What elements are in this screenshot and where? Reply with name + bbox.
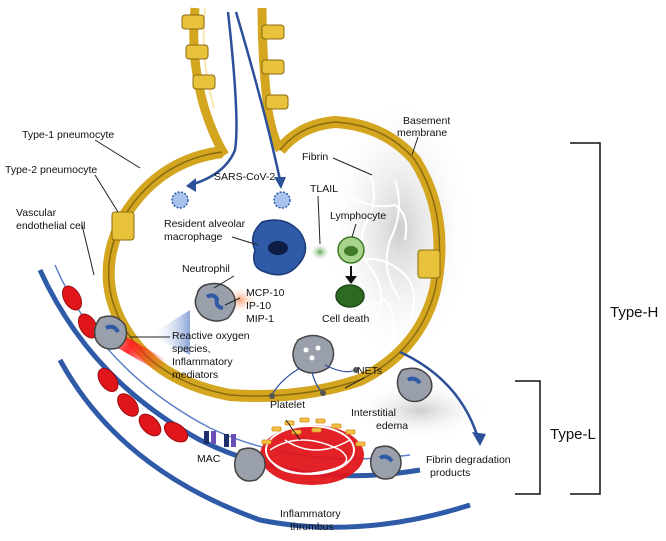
arrowhead — [186, 178, 196, 192]
mac-complement-icon — [204, 431, 236, 447]
label-basement-1: Basement — [403, 115, 450, 127]
type2-pneumocyte-cell-right — [417, 249, 441, 279]
lymphocyte-nucleus — [344, 246, 358, 256]
ros-gradient — [150, 310, 190, 355]
label-mac: MAC — [197, 453, 221, 465]
arrowhead — [345, 276, 357, 284]
label-type-h: Type-H — [610, 304, 658, 321]
airway — [181, 7, 289, 158]
label-sars: SARS-CoV-2 — [214, 171, 275, 183]
arrowhead — [274, 177, 286, 189]
macrophage-nucleus — [268, 241, 288, 255]
label-tlail: TLAIL — [310, 183, 338, 195]
thrombus — [260, 425, 364, 485]
thrombus-neutrophil-icon — [369, 445, 402, 480]
label-vascular-2: endothelial cell — [16, 220, 85, 232]
label-vascular-1: Vascular — [16, 207, 57, 219]
label-mip: MIP-1 — [246, 313, 274, 325]
nets-neutrophil-icon — [292, 334, 335, 374]
label-mcp: MCP-10 — [246, 287, 285, 299]
label-ros-2: species, — [172, 343, 211, 355]
vascular-monocyte-icon — [93, 315, 128, 350]
tlail-glow — [310, 243, 330, 261]
net-dot — [353, 367, 359, 373]
net-dot — [320, 390, 326, 396]
label-fdp-2: products — [430, 467, 470, 479]
type2-pneumocyte-cell — [111, 211, 135, 241]
neutrophil-nucleus — [205, 293, 224, 310]
label-fdp-1: Fibrin degradation — [426, 454, 511, 466]
label-neutrophil: Neutrophil — [182, 263, 230, 275]
interstitial-neutrophil-nucleus — [406, 376, 422, 385]
label-interstitial-1: Interstitial — [351, 407, 396, 419]
thrombus-neutrophil-left-icon — [233, 447, 266, 482]
label-cell-death: Cell death — [322, 313, 369, 325]
net-granule — [303, 347, 309, 353]
label-resident-2: macrophage — [164, 231, 223, 243]
bracket-type-l — [515, 380, 541, 495]
arrowhead — [472, 432, 486, 446]
label-resident-1: Resident alveolar — [164, 218, 246, 230]
label-ros-1: Reactive oxygen — [172, 330, 250, 342]
label-interstitial-2: edema — [376, 420, 408, 432]
interstitial-neutrophil-icon — [396, 367, 433, 403]
label-type-l: Type-L — [550, 426, 596, 443]
net-granule — [309, 355, 315, 361]
fdp-arrow — [399, 350, 480, 439]
sars-arrow-left — [189, 11, 238, 187]
dead-lymphocyte-icon — [335, 284, 365, 308]
label-fibrin: Fibrin — [302, 151, 328, 163]
net-dot — [269, 393, 275, 399]
label-thrombus-1: Inflammatory — [280, 508, 341, 520]
label-nets: NETs — [357, 365, 382, 377]
label-ip: IP-10 — [246, 300, 271, 312]
net-granule — [315, 345, 321, 351]
basement-membrane-line — [107, 121, 441, 397]
label-platelet: Platelet — [270, 399, 305, 411]
sars-virus-icon — [171, 191, 291, 209]
bracket-type-h — [570, 142, 601, 495]
label-lymphocyte: Lymphocyte — [330, 210, 386, 222]
label-type1-pneumocyte: Type-1 pneumocyte — [22, 129, 114, 141]
platelets — [261, 417, 366, 447]
sars-arrow-right — [234, 11, 282, 181]
label-basement-2: membrane — [397, 127, 447, 139]
label-type2-pneumocyte: Type-2 pneumocyte — [5, 164, 97, 176]
leader-lines — [81, 136, 419, 441]
label-ros-3: Inflammatory — [172, 356, 233, 368]
thrombus-neutrophil-nucleus — [378, 454, 394, 463]
monocyte-nucleus — [105, 324, 120, 333]
label-thrombus-2: thrombus — [290, 521, 334, 533]
label-ros-4: mediators — [172, 369, 218, 381]
